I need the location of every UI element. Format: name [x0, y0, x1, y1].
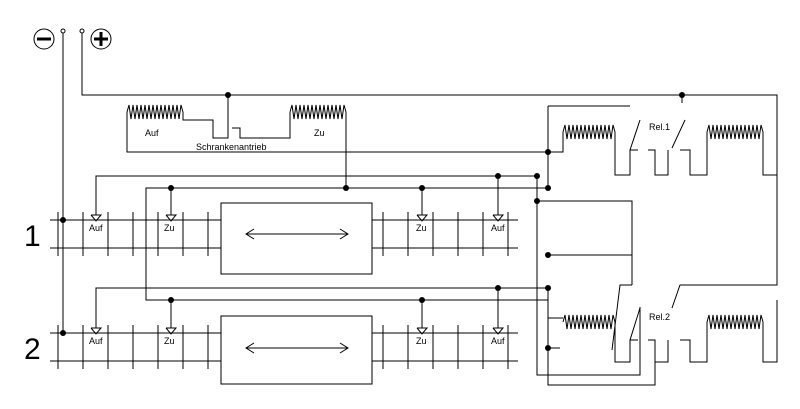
drive-coil-auf [126, 104, 184, 120]
wires [53, 33, 778, 386]
relay-1-label: Rel.1 [649, 122, 670, 132]
track-1-sensor-label: Auf [89, 223, 103, 233]
track-2-sensor-label: Zu [416, 336, 427, 346]
track-1-sensor-label: Zu [416, 223, 427, 233]
junction-dots [60, 92, 685, 351]
minus-terminal [33, 28, 66, 50]
track-2-sensor-label: Zu [164, 336, 175, 346]
sensor-markers [90, 214, 505, 335]
track-2 [50, 315, 518, 385]
drive-coil-zu-label: Zu [314, 128, 325, 138]
drive-label: Schrankenantrieb [196, 142, 267, 152]
relay-2 [548, 300, 778, 363]
relay-2-label: Rel.2 [649, 312, 670, 322]
relay-1 [547, 106, 777, 176]
drive-coil-auf-label: Auf [145, 128, 159, 138]
drive-coil-zu [289, 104, 347, 120]
track-1-sensor-label: Zu [164, 223, 175, 233]
plus-terminal [79, 28, 112, 50]
track-2-sensor-label: Auf [491, 336, 505, 346]
track-1-sensor-label: Auf [491, 223, 505, 233]
track-2-sensor-label: Auf [89, 336, 103, 346]
track-2-number: 2 [24, 333, 41, 366]
track-1-number: 1 [24, 220, 41, 253]
track-1 [50, 202, 518, 275]
